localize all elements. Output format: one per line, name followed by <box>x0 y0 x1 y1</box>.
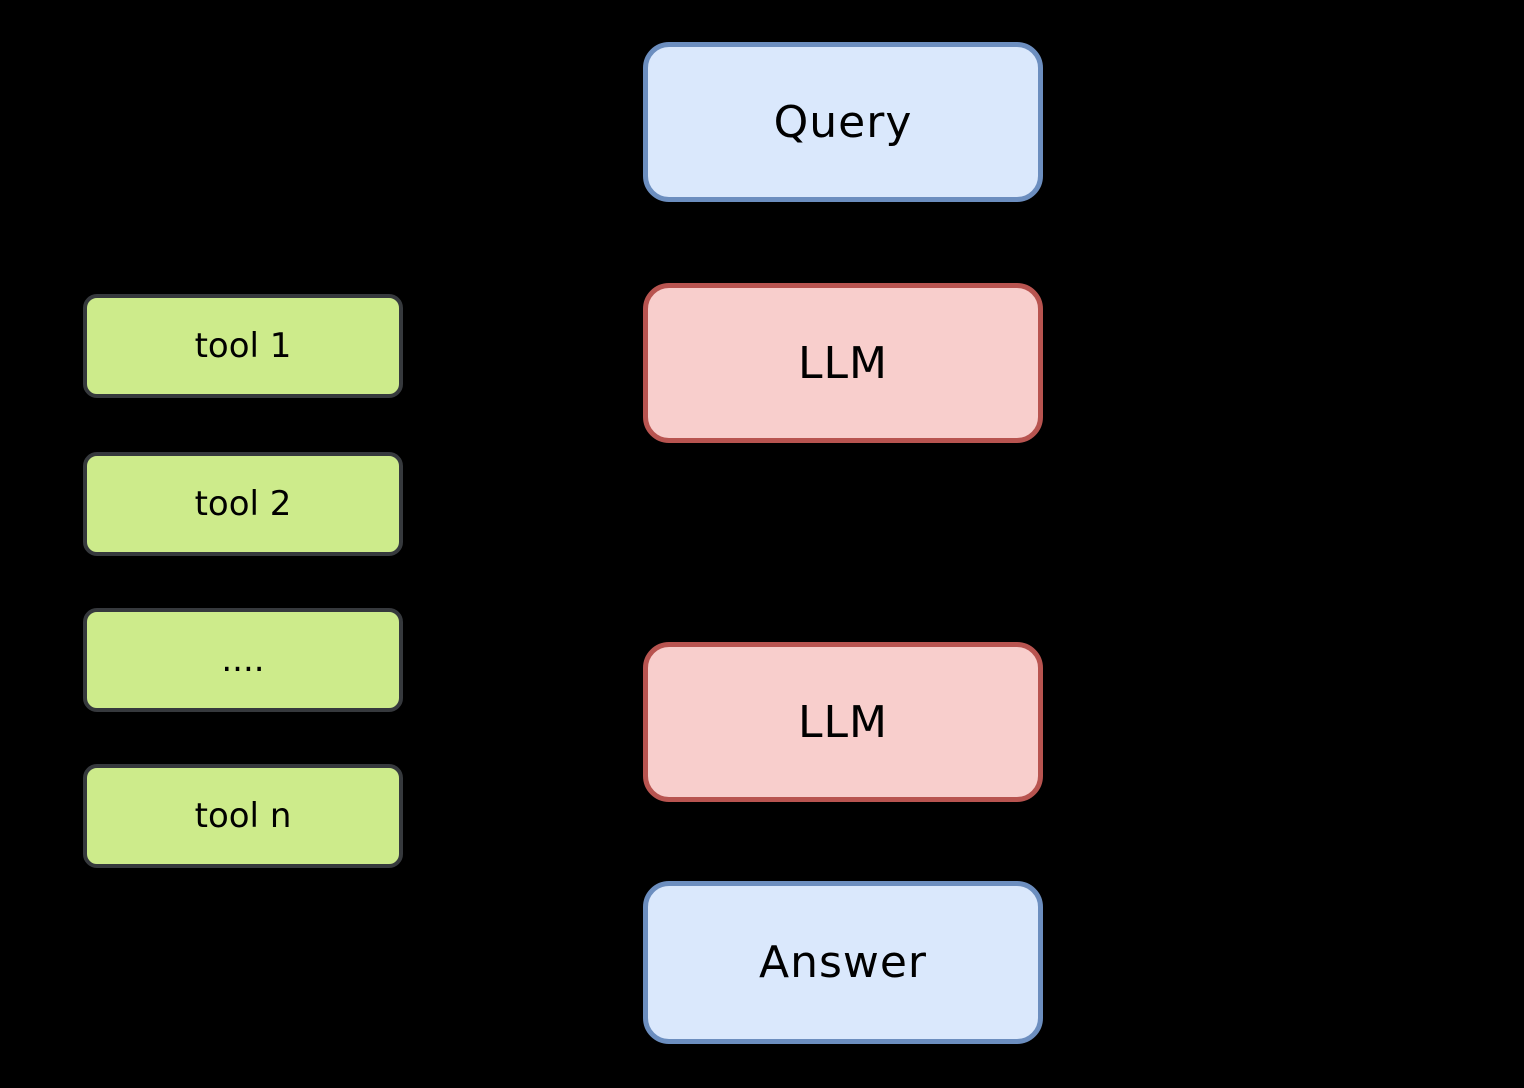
query-node: Query <box>643 42 1043 202</box>
tool-2-node-label: tool 2 <box>194 484 292 524</box>
tool-ellipsis-node-label: .... <box>221 640 265 680</box>
query-node-label: Query <box>773 96 913 148</box>
tool-1-node: tool 1 <box>83 294 403 398</box>
tool-1-node-label: tool 1 <box>194 326 292 366</box>
answer-node: Answer <box>643 881 1043 1044</box>
llm-bottom-node-label: LLM <box>798 696 888 748</box>
tool-ellipsis-node: .... <box>83 608 403 712</box>
tool-2-node: tool 2 <box>83 452 403 556</box>
llm-top-node: LLM <box>643 283 1043 443</box>
llm-top-node-label: LLM <box>798 337 888 389</box>
tool-n-node: tool n <box>83 764 403 868</box>
answer-node-label: Answer <box>758 937 928 988</box>
llm-bottom-node: LLM <box>643 642 1043 802</box>
tool-n-node-label: tool n <box>194 796 292 836</box>
